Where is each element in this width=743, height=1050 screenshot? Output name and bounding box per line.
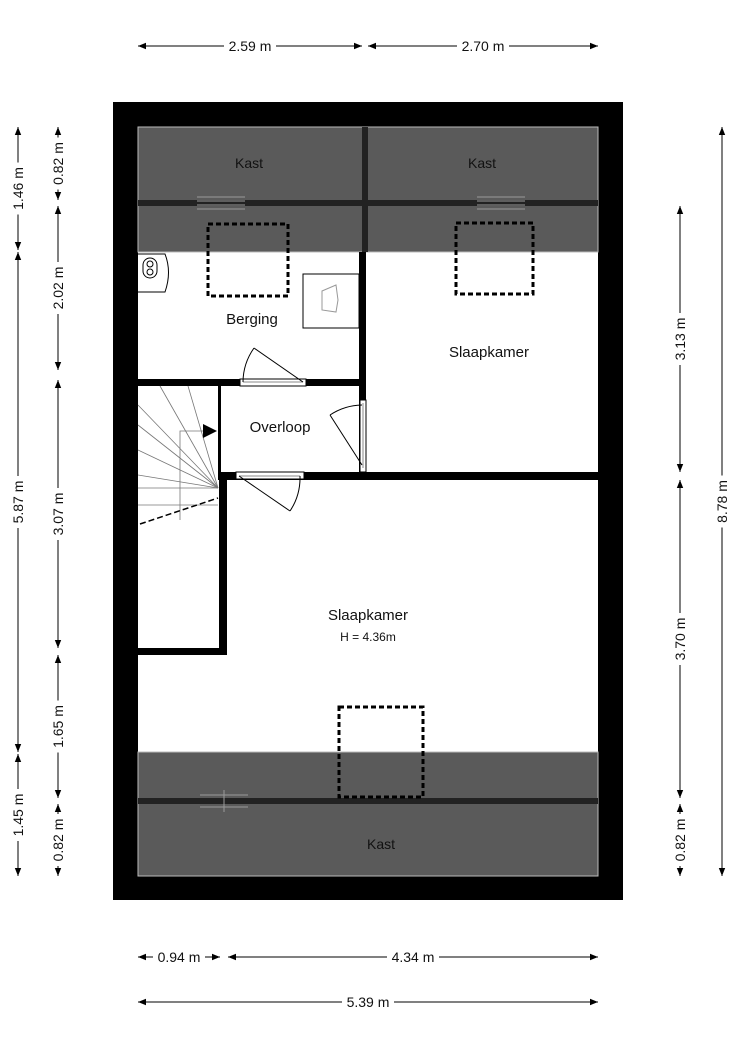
dimension-label: 1.46 m bbox=[10, 167, 26, 210]
dimension-right-inner-1: 3.70 m bbox=[671, 480, 689, 798]
kast-top-rail bbox=[138, 200, 598, 206]
dimension-top-1: 2.70 m bbox=[368, 37, 598, 55]
dimension-left-inner-3: 1.65 m bbox=[49, 655, 67, 798]
room-height-slaapkamer-2: H = 4.36m bbox=[340, 630, 396, 644]
room-label-kast-top-left: Kast bbox=[235, 155, 263, 171]
kast-bottom-sliding-door bbox=[200, 790, 248, 812]
dimension-right-inner-2: 0.82 m bbox=[671, 804, 689, 876]
dimension-label: 0.82 m bbox=[50, 819, 66, 862]
dimension-left-inner-2: 3.07 m bbox=[49, 380, 67, 648]
stair-cut-line bbox=[139, 497, 219, 525]
dimension-label: 1.45 m bbox=[10, 794, 26, 837]
room-label-berging: Berging bbox=[226, 311, 278, 328]
wall-stair-south bbox=[138, 648, 227, 655]
dimension-label: 5.39 m bbox=[347, 994, 390, 1010]
room-label-kast-top-right: Kast bbox=[468, 155, 496, 171]
wall-stair-east bbox=[218, 386, 221, 480]
dimension-left-outer-2: 1.45 m bbox=[9, 754, 27, 876]
room-label-kast-bottom: Kast bbox=[367, 836, 395, 852]
wall-slaapkamer-divider bbox=[218, 472, 598, 480]
dimension-label: 0.82 m bbox=[672, 819, 688, 862]
kast-bottom-rail bbox=[138, 798, 598, 804]
dimension-right-outer-0: 8.78 m bbox=[713, 127, 731, 876]
dimension-label: 0.82 m bbox=[50, 142, 66, 185]
dimension-label: 2.59 m bbox=[229, 38, 272, 54]
dimension-label: 0.94 m bbox=[158, 949, 201, 965]
dimension-left-inner-0: 0.82 m bbox=[49, 127, 67, 200]
wall-central-vertical bbox=[359, 252, 366, 480]
dimension-label: 1.65 m bbox=[50, 705, 66, 748]
dimension-left-inner-1: 2.02 m bbox=[49, 206, 67, 370]
dimension-right-inner-0: 3.13 m bbox=[671, 206, 689, 472]
skylight-berging bbox=[206, 222, 290, 298]
wall-stair-lower bbox=[219, 480, 227, 655]
stair-direction-arrow-icon bbox=[203, 424, 217, 438]
dimension-left-inner-4: 0.82 m bbox=[49, 804, 67, 876]
room-label-slaapkamer-1: Slaapkamer bbox=[449, 344, 529, 361]
dimension-top-0: 2.59 m bbox=[138, 37, 362, 55]
dimension-label: 2.70 m bbox=[462, 38, 505, 54]
dimension-lines: 2.59 m 2.70 m 0.94 m 4.34 m 5.39 m 1.46 m 5.87… bbox=[9, 37, 731, 1011]
door-berging[interactable] bbox=[239, 347, 307, 387]
dimension-label: 3.07 m bbox=[50, 493, 66, 536]
dimension-bottom-row1-0: 0.94 m bbox=[138, 948, 220, 966]
boiler-icon bbox=[138, 253, 169, 293]
kast-top-right-sliding-door bbox=[477, 196, 525, 210]
door-slaapkamer-2[interactable] bbox=[235, 471, 305, 512]
skylight-slaapkamer-2 bbox=[337, 705, 425, 799]
dimension-label: 3.13 m bbox=[672, 318, 688, 361]
door-slaapkamer-1[interactable] bbox=[329, 399, 367, 473]
dimension-bottom-row1-1: 4.34 m bbox=[228, 948, 598, 966]
room-label-slaapkamer-2: Slaapkamer bbox=[328, 607, 408, 624]
dimension-bottom-row2-0: 5.39 m bbox=[138, 993, 598, 1011]
dimension-label: 4.34 m bbox=[392, 949, 435, 965]
dimension-label: 3.70 m bbox=[672, 618, 688, 661]
dimension-label: 5.87 m bbox=[10, 481, 26, 524]
dimension-label: 2.02 m bbox=[50, 267, 66, 310]
dimension-left-outer-0: 1.46 m bbox=[9, 127, 27, 250]
dimension-label: 8.78 m bbox=[714, 480, 730, 523]
washing-machine-icon bbox=[302, 273, 360, 329]
dimension-left-outer-1: 5.87 m bbox=[9, 252, 27, 752]
kast-bottom-area bbox=[137, 751, 599, 877]
kast-top-left-sliding-door bbox=[197, 196, 245, 210]
skylight-slaapkamer-1 bbox=[454, 221, 535, 296]
room-label-overloop: Overloop bbox=[250, 419, 311, 436]
kast-divider bbox=[362, 127, 368, 252]
